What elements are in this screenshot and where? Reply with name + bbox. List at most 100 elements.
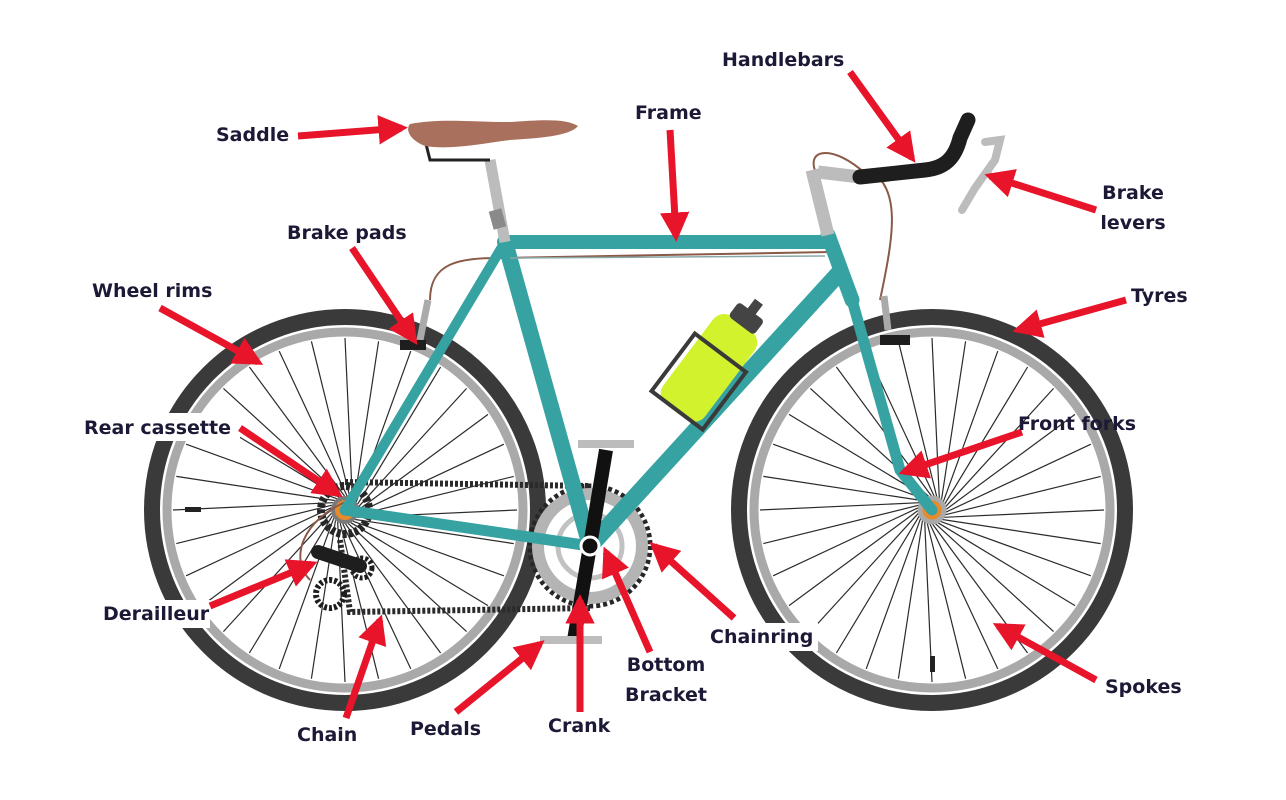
spoke [929, 523, 999, 670]
label-bottom-bracket: Bottom Bracket [618, 650, 714, 710]
spoke [759, 502, 921, 511]
arrow-frame [659, 129, 690, 242]
spoke [355, 518, 514, 545]
label-frame: Frame [635, 102, 702, 124]
spoke [358, 387, 468, 508]
label-spokes: Spokes [1105, 676, 1182, 698]
label-tyres: Tyres [1131, 285, 1188, 307]
spoke [944, 366, 1029, 505]
label-bottom-bracket-line2: Bracket [624, 684, 708, 706]
spoke [939, 520, 1092, 577]
handlebars [852, 112, 976, 185]
label-chainring: Chainring [710, 626, 814, 648]
spoke [943, 509, 1105, 518]
arrow-chainring [649, 542, 737, 621]
spoke [310, 520, 337, 679]
spoke [865, 517, 922, 670]
arrow-tyres [1012, 296, 1127, 338]
spoke [344, 337, 353, 499]
label-pedals: Pedals [410, 718, 482, 740]
front-rim [749, 327, 1115, 693]
frame [339, 227, 938, 555]
spoke [201, 510, 332, 607]
label-derailleur: Derailleur [103, 603, 210, 625]
arrow-derailleur [208, 559, 318, 610]
label-backdrops [80, 413, 818, 651]
spoke [352, 520, 505, 577]
callout-arrows [158, 69, 1127, 720]
stem [805, 165, 861, 237]
spoke [788, 413, 927, 498]
spoke [809, 512, 919, 633]
spoke [897, 520, 924, 679]
label-brake-pads: Brake pads [287, 222, 407, 244]
spoke [772, 507, 919, 577]
brake-lever [958, 135, 1006, 214]
spoke [937, 522, 1076, 607]
spoke [345, 523, 442, 654]
arrow-wheel-rims [158, 304, 264, 366]
spoke [176, 504, 333, 545]
spoke [176, 475, 335, 502]
arrow-pedals [453, 640, 545, 715]
label-rear-cassette: Rear cassette [84, 417, 231, 439]
front-valve [930, 656, 935, 672]
label-bottom-bracket-line1: Bottom [626, 654, 706, 676]
spoke [945, 443, 1092, 513]
label-saddle: Saddle [216, 124, 290, 146]
spoke [310, 341, 351, 498]
label-front-forks: Front forks [1018, 413, 1137, 435]
label-handlebars: Handlebars [722, 49, 845, 71]
rear-brake [400, 299, 432, 350]
spoke [788, 510, 919, 607]
arrow-bottom-bracket [602, 546, 654, 654]
spoke [934, 523, 1055, 633]
spoke [222, 387, 343, 497]
spoke [763, 504, 920, 545]
label-brake-levers-line1: Brake [1102, 182, 1164, 204]
label-wheel-rims: Wheel rims [92, 280, 213, 302]
derailleur [311, 545, 375, 611]
front-wheel [731, 309, 1133, 711]
arrow-brake-levers [984, 169, 1098, 214]
water-bottle [648, 298, 763, 433]
label-brake-levers: Brake levers [1098, 178, 1168, 238]
arrow-chain [342, 614, 387, 720]
label-brake-levers-line2: levers [1100, 212, 1166, 234]
spoke [942, 350, 999, 503]
spoke [772, 443, 925, 500]
front-brake [880, 295, 910, 345]
rear-tyre [144, 309, 546, 711]
spoke [347, 523, 468, 633]
seatpost [484, 159, 511, 243]
rear-valve [185, 507, 201, 512]
spoke [278, 517, 335, 670]
front-spokes [759, 337, 1105, 683]
spoke [222, 512, 332, 633]
spoke [924, 521, 933, 683]
arrow-saddle [297, 115, 408, 145]
spoke [944, 475, 1101, 516]
spoke [358, 413, 489, 510]
rear-rim [162, 327, 528, 693]
spoke [358, 443, 505, 513]
spoke [931, 337, 940, 499]
spoke [926, 522, 967, 679]
spoke [940, 341, 967, 500]
spoke [337, 521, 346, 683]
arrow-handlebars [847, 69, 916, 163]
spoke [350, 522, 489, 607]
chain [337, 479, 591, 616]
frame-highlight [509, 255, 826, 259]
arrow-front-forks [898, 428, 1024, 479]
spoke [248, 366, 345, 497]
label-chain: Chain [297, 724, 358, 746]
spoke [353, 341, 380, 500]
spoke [342, 523, 412, 670]
spoke [945, 413, 1076, 510]
arrow-brake-pads [349, 246, 418, 345]
spoke [942, 518, 1101, 545]
front-tyre [731, 309, 1133, 711]
label-crank: Crank [548, 715, 611, 737]
